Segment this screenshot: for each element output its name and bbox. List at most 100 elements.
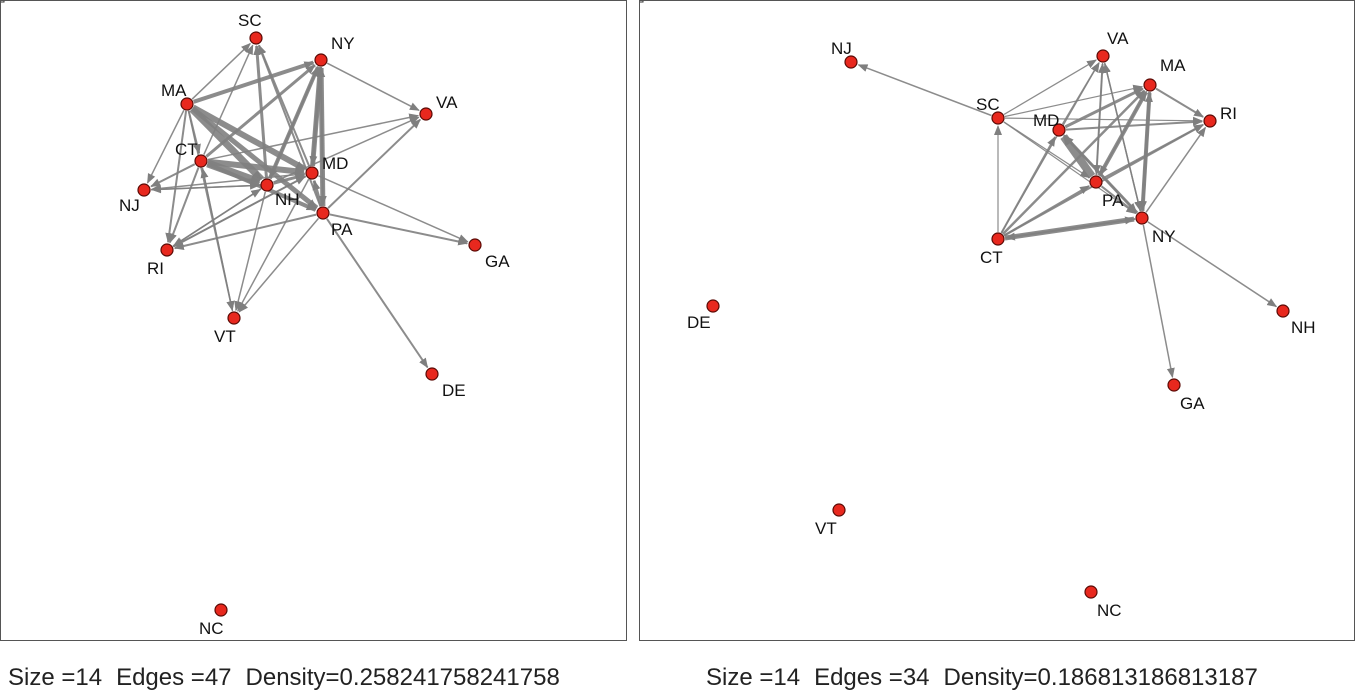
edge-VT-CT [200, 167, 234, 312]
density-stat-right: Density=0.186813186813187 [943, 664, 1258, 691]
node-GA: GA [1, 1, 510, 271]
node-marker [425, 367, 439, 381]
node-label: NY [1152, 227, 1176, 246]
edges-stat-left: Edges =47 [116, 664, 232, 691]
node-VT: VT [640, 1, 846, 538]
node-CT: CT [640, 1, 1005, 267]
edge-CT-NJ [150, 163, 196, 188]
node-label: DE [687, 313, 711, 332]
node-label: NJ [119, 196, 140, 215]
node-label: RI [1220, 104, 1237, 123]
node-PA: PA [640, 1, 1124, 210]
node-CT: CT [1, 1, 208, 168]
edge-PA-VA [327, 118, 421, 209]
node-marker [1143, 78, 1157, 92]
node-label: NC [1097, 601, 1122, 620]
node-GA: GA [640, 1, 1205, 413]
node-label: NJ [831, 39, 852, 58]
edge-RI-NH [172, 188, 262, 247]
node-SC: SC [640, 1, 1005, 125]
edge-CT-RI [168, 167, 200, 244]
node-label: CT [175, 140, 198, 159]
edge-MD-MA [1064, 87, 1144, 129]
node-PA: PA [1, 1, 353, 239]
node-marker [1135, 211, 1149, 225]
edge-MD-NJ [150, 172, 306, 193]
node-label: NY [331, 34, 355, 53]
node-MD: MD [640, 1, 1066, 137]
node-label: VA [1107, 29, 1129, 48]
node-marker [194, 154, 208, 168]
node-label-box [640, 1, 644, 3]
edge-MA-RI [165, 110, 188, 244]
node-marker [1167, 378, 1181, 392]
edge-MA-NY [1139, 91, 1152, 212]
node-label: MD [1033, 111, 1059, 130]
edge-PA-SC [257, 44, 322, 207]
edge-NH-SC [253, 44, 268, 179]
node-NJ: NJ [1, 1, 151, 215]
edge-SC-NY [1003, 121, 1137, 215]
node-NY: NY [1, 1, 355, 67]
edge-PA-DE [326, 218, 429, 369]
node-DE: DE [640, 1, 720, 332]
node-label: PA [331, 220, 353, 239]
node-NY: NY [640, 1, 1176, 246]
node-NH: NH [1, 1, 300, 209]
edge-NY-NH [269, 66, 320, 179]
edge-NH-VT [234, 191, 267, 312]
node-label: MA [161, 81, 187, 100]
node-NH: NH [640, 1, 1316, 337]
node-marker [1089, 175, 1103, 189]
edge-CT-VA [207, 113, 420, 161]
edge-NJ-NH [150, 181, 261, 191]
edge-CT-MD [207, 158, 306, 176]
node-VA: VA [1, 1, 458, 121]
node-marker [314, 53, 328, 67]
edge-CT-SC [203, 44, 254, 155]
edge-MD-RI [1065, 118, 1204, 131]
node-marker [991, 232, 1005, 246]
node-NC: NC [1, 1, 228, 638]
node-marker [137, 183, 151, 197]
edge-MA-PA [1099, 90, 1148, 176]
edge-MA-PA [190, 106, 319, 210]
edge-NY-RI [1145, 126, 1207, 213]
edge-PA-GA [329, 213, 469, 246]
edge-SC-NJ [857, 64, 992, 117]
node-marker [991, 111, 1005, 125]
edge-CT-MA [1002, 89, 1146, 235]
edges-group [146, 42, 469, 369]
edges-group [857, 59, 1278, 379]
node-MA: MA [1, 1, 194, 111]
node-label: NC [199, 619, 224, 638]
node-MA: MA [640, 1, 1186, 92]
edge-SC-PA [1003, 121, 1091, 179]
node-marker [1096, 49, 1110, 63]
edge-MD-VT [237, 178, 310, 312]
edge-MA-SC [191, 42, 251, 100]
node-marker [249, 31, 263, 45]
edge-VA-NY [1103, 62, 1142, 212]
node-label: GA [485, 252, 510, 271]
node-label: VA [436, 93, 458, 112]
node-label: SC [976, 95, 1000, 114]
edge-MA-NJ [146, 109, 185, 184]
node-NJ: NJ [640, 1, 858, 69]
node-marker [832, 503, 846, 517]
node-marker [227, 311, 241, 325]
node-label: NH [1291, 318, 1316, 337]
edge-MD-SC [258, 44, 311, 167]
edge-SC-RI [1004, 116, 1204, 125]
edge-MA-RI [1155, 87, 1204, 118]
node-marker [1203, 114, 1217, 128]
node-label: GA [1180, 394, 1205, 413]
node-SC: SC [1, 1, 263, 45]
edge-NY-VA [326, 62, 420, 112]
node-RI: RI [1, 1, 174, 278]
edge-SC-VA [1003, 59, 1097, 115]
